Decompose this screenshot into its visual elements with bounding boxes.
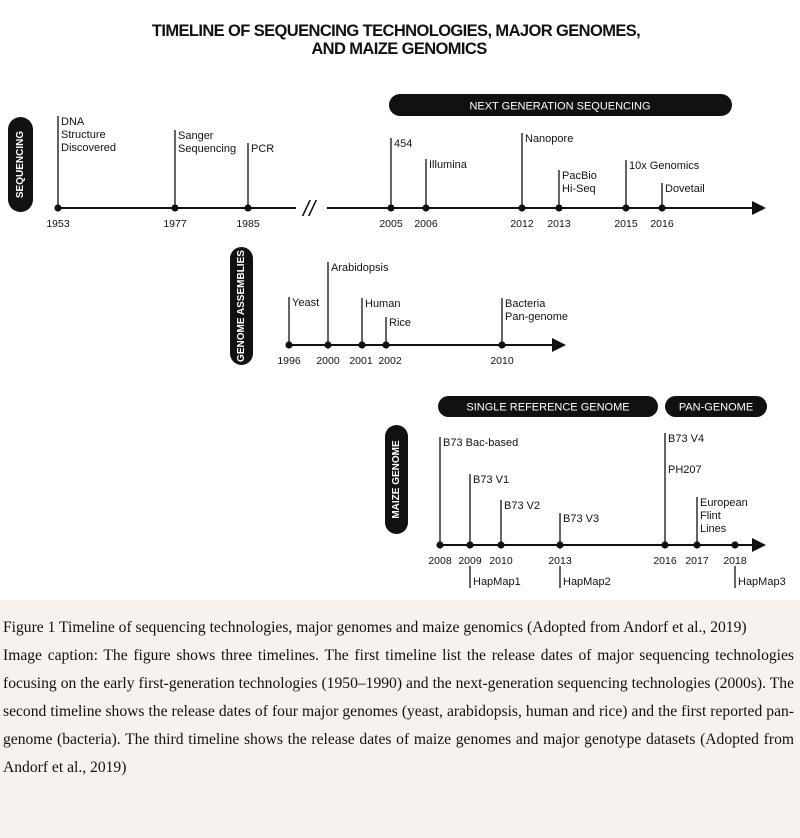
sequencing-event-label: PCR: [251, 143, 274, 155]
maize-side-pill: [385, 425, 408, 534]
assemblies-event-label: Pan-genome: [505, 311, 568, 323]
maize-year-label: 2016: [653, 555, 677, 567]
assemblies-side-pill: [230, 247, 253, 365]
sequencing-year-label: 2006: [414, 218, 438, 230]
maize-year-label: 2013: [548, 555, 572, 567]
maize-below-label: HapMap1: [473, 576, 521, 588]
assemblies-side-label: GENOME ASSEMBLIES: [236, 250, 247, 362]
pan-genome-banner-label: PAN-GENOME: [679, 402, 753, 414]
assemblies-axis-arrow: [552, 338, 566, 352]
sequencing-event-label: Hi-Seq: [562, 183, 596, 195]
maize-event-label: B73 V3: [563, 513, 599, 525]
maize-event-label: B73 V2: [504, 500, 540, 512]
sequencing-event-label: DNA: [61, 116, 85, 128]
sequencing-year-label: 2013: [547, 218, 571, 230]
assemblies-year-label: 2010: [490, 355, 514, 367]
figure-title-line2: AND MAIZE GENOMICS: [311, 40, 487, 58]
maize-side-label: MAIZE GENOME: [391, 440, 402, 519]
maize-year-label: 2018: [723, 555, 747, 567]
maize-below-label: HapMap3: [738, 576, 786, 588]
pan-genome-banner: [665, 396, 767, 417]
assemblies-year-label: 1996: [277, 355, 301, 367]
sequencing-event-label: Sequencing: [178, 143, 236, 155]
sequencing-year-label: 1985: [236, 218, 260, 230]
figure-title-line1: TIMELINE OF SEQUENCING TECHNOLOGIES, MAJ…: [152, 22, 640, 40]
sequencing-event-label: 454: [394, 138, 412, 150]
sequencing-year-label: 1977: [163, 218, 187, 230]
assemblies-events: 1996 2000 2001 2002 2010 Yeast ArabidopsisHuma…: [277, 262, 568, 367]
maize-dot: [731, 541, 739, 549]
sequencing-year-label: 1953: [46, 218, 70, 230]
maize-event-label: PH207: [668, 464, 702, 476]
sequencing-event-label: Structure: [61, 129, 106, 141]
sequencing-axis-arrow: [752, 201, 766, 215]
maize-event-label: B73 Bac-based: [443, 437, 518, 449]
maize-axis-arrow: [752, 538, 766, 552]
assemblies-event-label: Yeast: [292, 297, 319, 309]
assemblies-event-label: Arabidopsis: [331, 262, 389, 274]
figure-caption: Figure 1 Timeline of sequencing technolo…: [0, 600, 800, 838]
maize-year-label: 2017: [685, 555, 709, 567]
maize-year-label: 2009: [458, 555, 482, 567]
sequencing-year-label: 2015: [614, 218, 638, 230]
sequencing-side-pill: [8, 117, 33, 212]
maize-event-label: European: [700, 497, 748, 509]
ngs-banner-label: NEXT GENERATION SEQUENCING: [469, 101, 650, 113]
timeline-svg: TIMELINE OF SEQUENCING TECHNOLOGIES, MAJ…: [8, 22, 786, 588]
maize-events: 2008 2009 2010 2013 2016 2017 2018 B73 Bac-base…: [428, 433, 786, 588]
sequencing-event-label: PacBio: [562, 170, 597, 182]
maize-event-label: B73 V4: [668, 433, 704, 445]
ngs-banner: [389, 94, 732, 116]
axis-break-mark: //: [301, 196, 317, 221]
image-caption-text: Image caption: The figure shows three ti…: [3, 647, 794, 776]
assemblies-year-label: 2000: [316, 355, 340, 367]
sequencing-side-label: SEQUENCING: [15, 131, 26, 198]
maize-event-label: B73 V1: [473, 474, 509, 486]
maize-event-label: Flint: [700, 510, 721, 522]
maize-year-label: 2008: [428, 555, 452, 567]
sequencing-year-label: 2005: [379, 218, 403, 230]
sequencing-event-label: Dovetail: [665, 183, 705, 195]
sequencing-event-label: Nanopore: [525, 133, 573, 145]
figure-caption-title: Figure 1 Timeline of sequencing technolo…: [3, 619, 747, 636]
assemblies-event-label: Human: [365, 298, 400, 310]
sequencing-event-label: Sanger: [178, 130, 214, 142]
maize-event-label: Lines: [700, 523, 727, 535]
sequencing-event-label: 10x Genomics: [629, 160, 700, 172]
assemblies-event-label: Bacteria: [505, 298, 546, 310]
single-reference-banner: [438, 396, 658, 417]
sequencing-year-label: 2016: [650, 218, 674, 230]
timeline-figure: TIMELINE OF SEQUENCING TECHNOLOGIES, MAJ…: [8, 22, 786, 588]
assemblies-year-label: 2002: [378, 355, 402, 367]
maize-below-label: HapMap2: [563, 576, 611, 588]
single-reference-banner-label: SINGLE REFERENCE GENOME: [466, 402, 629, 414]
sequencing-event-label: Illumina: [429, 159, 468, 171]
assemblies-event-label: Rice: [389, 317, 411, 329]
sequencing-year-label: 2012: [510, 218, 534, 230]
assemblies-year-label: 2001: [349, 355, 373, 367]
sequencing-event-label: Discovered: [61, 142, 116, 154]
maize-year-label: 2010: [489, 555, 513, 567]
